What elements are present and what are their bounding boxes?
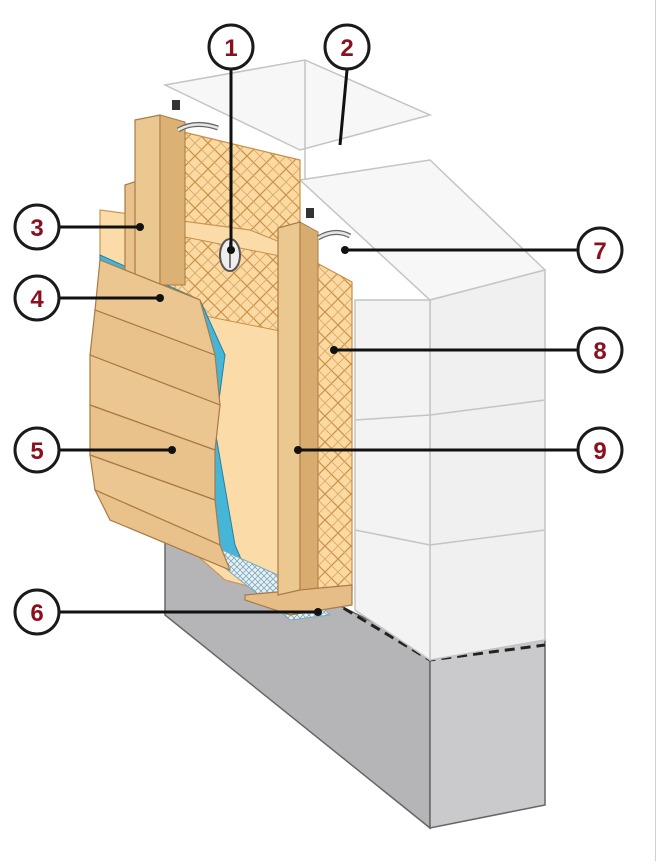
- callout-6: 6: [13, 588, 61, 636]
- callout-4: 4: [13, 274, 61, 322]
- callout-3: 3: [13, 203, 61, 251]
- callout-8-number: 8: [593, 338, 606, 365]
- callout-9-number: 9: [593, 438, 606, 465]
- callout-2: 2: [323, 23, 371, 71]
- callout-4-number: 4: [30, 286, 44, 313]
- masonry-wall: [162, 59, 547, 662]
- wood-siding-boards: [89, 259, 232, 572]
- callout-3-number: 3: [30, 215, 43, 242]
- callout-5-number: 5: [30, 438, 43, 465]
- callout-1-number: 1: [224, 35, 237, 62]
- callout-5: 5: [13, 426, 61, 474]
- callout-2-number: 2: [340, 35, 353, 62]
- callout-7-number: 7: [593, 238, 606, 265]
- callout-9: 9: [576, 426, 624, 474]
- image-border-line: [655, 0, 656, 861]
- vertical-battens: [124, 114, 319, 596]
- mineral-wool-insulation: [314, 260, 353, 601]
- callout-8: 8: [576, 326, 624, 374]
- brackets: [172, 100, 352, 241]
- leader-lines: [60, 69, 600, 616]
- callout-1: 1: [207, 23, 255, 71]
- callout-7: 7: [576, 226, 624, 274]
- callout-6-number: 6: [30, 600, 43, 627]
